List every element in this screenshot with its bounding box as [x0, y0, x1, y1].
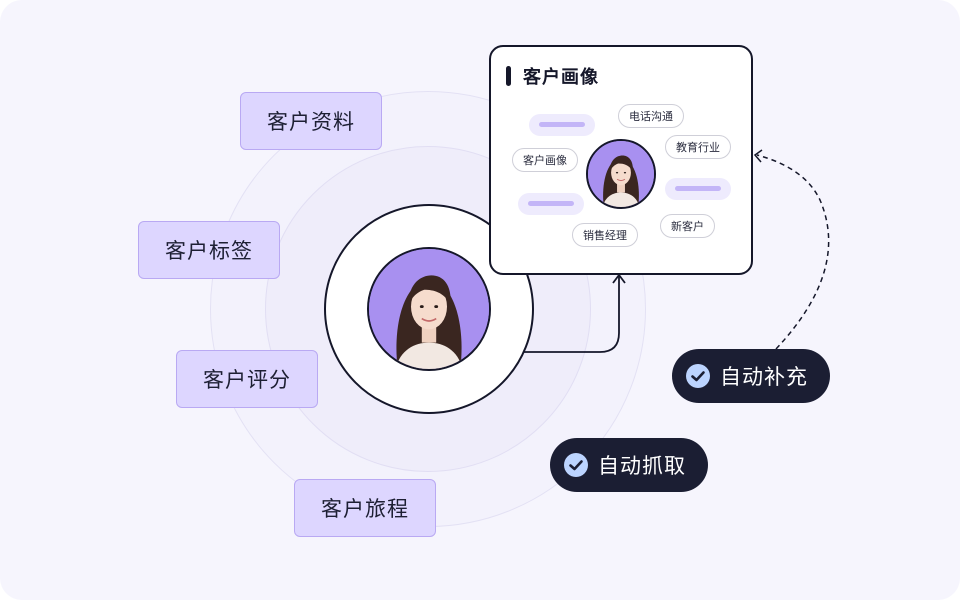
- title-accent-bar: [506, 66, 511, 86]
- chip-new-customer: 新客户: [660, 214, 715, 238]
- auto-fill-label: 自动补充: [720, 365, 808, 389]
- portrait-avatar: [586, 139, 656, 209]
- tag-customer-labels[interactable]: 客户标签: [138, 221, 280, 279]
- chip-sales-manager: 销售经理: [572, 223, 638, 247]
- customer-avatar: [367, 247, 491, 371]
- placeholder-chip: [529, 114, 595, 136]
- auto-capture-label: 自动抓取: [598, 454, 686, 478]
- auto-capture-badge: 自动抓取: [550, 438, 708, 492]
- tag-customer-score[interactable]: 客户评分: [176, 350, 318, 408]
- chip-industry: 教育行业: [665, 135, 731, 159]
- check-circle-icon: [564, 453, 588, 477]
- tag-customer-profile[interactable]: 客户资料: [240, 92, 382, 150]
- chip-portrait: 客户画像: [512, 148, 578, 172]
- card-title: 客户画像: [523, 67, 599, 88]
- placeholder-chip: [518, 193, 584, 215]
- placeholder-chip: [665, 178, 731, 200]
- tag-customer-journey[interactable]: 客户旅程: [294, 479, 436, 537]
- check-circle-icon: [686, 364, 710, 388]
- auto-fill-badge: 自动补充: [672, 349, 830, 403]
- chip-phone: 电话沟通: [618, 104, 684, 128]
